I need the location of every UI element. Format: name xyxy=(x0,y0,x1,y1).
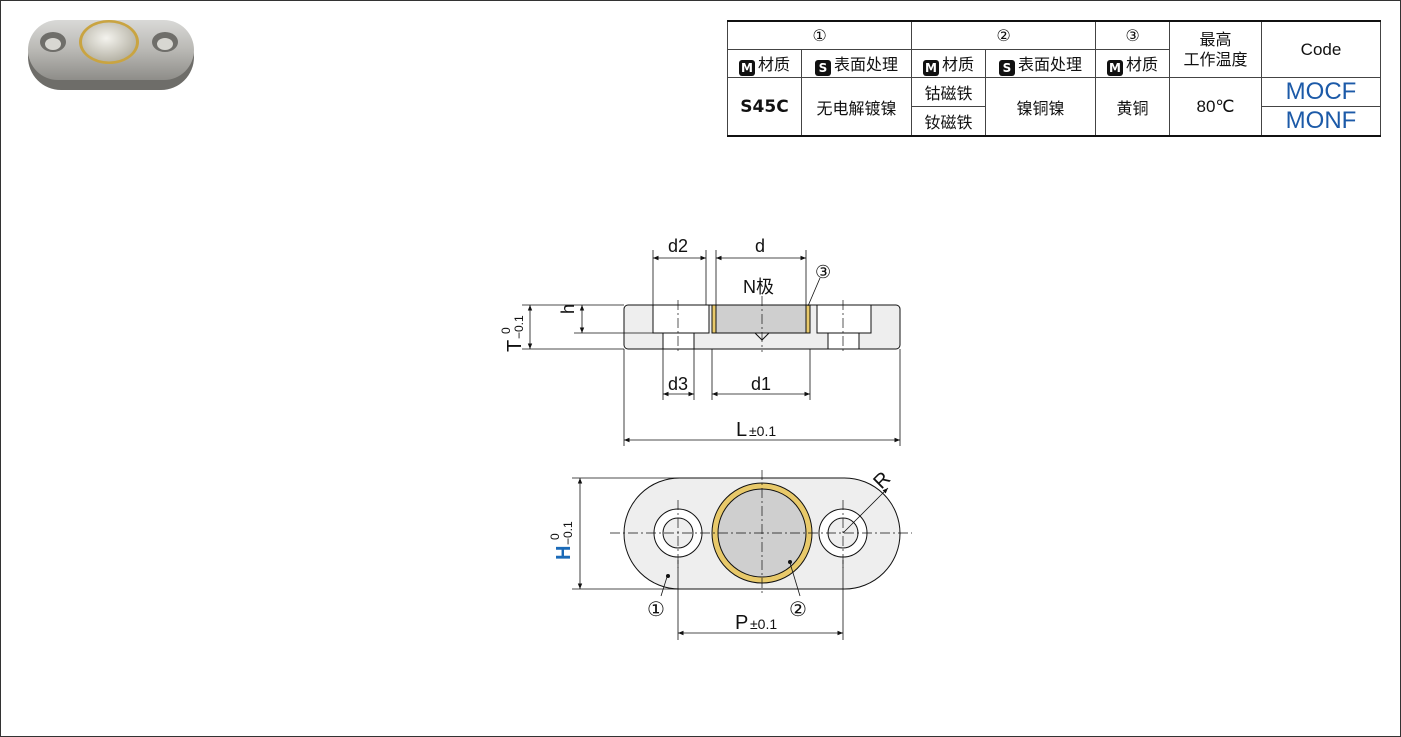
top-dimensions xyxy=(572,477,889,640)
subheader-material-label: 材质 xyxy=(941,55,974,74)
header-max-temp-line1: 最高 xyxy=(1199,29,1232,49)
callout-1: ① xyxy=(647,599,665,621)
label-H-group: H 0 −0.1 xyxy=(548,521,575,560)
side-labels: d2 d N极 ③ h d3 d1 xyxy=(558,236,831,394)
label-T-tol-lower: −0.1 xyxy=(512,315,526,339)
label-P: P xyxy=(735,612,748,634)
callout-3-side: ③ xyxy=(815,262,831,282)
label-T-group: T 0 −0.1 xyxy=(499,315,526,352)
label-P-tol: ±0.1 xyxy=(750,616,777,632)
cell-material2b: 钕磁铁 xyxy=(911,106,986,137)
cell-temp: 80℃ xyxy=(1169,77,1262,137)
header-max-temp: 最高 工作温度 xyxy=(1169,20,1262,78)
subheader-material-label: 材质 xyxy=(1125,55,1158,74)
m-badge: M xyxy=(1106,60,1123,76)
s-badge: S xyxy=(998,60,1015,76)
cell-material2a: 钴磁铁 xyxy=(911,77,986,107)
label-d: d xyxy=(755,236,765,256)
header-max-temp-line2: 工作温度 xyxy=(1183,49,1248,69)
label-h: h xyxy=(558,304,578,314)
label-H: H xyxy=(553,546,575,560)
label-L: L xyxy=(736,419,747,441)
cell-surface1: 无电解镀镍 xyxy=(801,77,912,137)
label-n-pole: N极 xyxy=(743,277,774,297)
label-T: T xyxy=(504,340,526,352)
header-part3: ③ xyxy=(1095,20,1170,50)
label-L-tol: ±0.1 xyxy=(749,423,776,439)
cell-material1: S45C xyxy=(727,77,802,137)
subheader-material-label: 材质 xyxy=(757,55,790,74)
side-dimensions xyxy=(522,250,901,446)
label-d1: d1 xyxy=(751,374,771,394)
label-L-group: L ±0.1 xyxy=(736,419,776,441)
s-badge: S xyxy=(814,60,831,76)
header-code: Code xyxy=(1261,20,1381,78)
callout-2: ② xyxy=(789,599,807,621)
top-dots xyxy=(666,560,792,578)
label-H-tol-upper: 0 xyxy=(548,533,562,540)
label-d2: d2 xyxy=(668,236,688,256)
label-H-tol-lower: −0.1 xyxy=(561,521,575,545)
code-monf[interactable]: MONF xyxy=(1261,106,1381,137)
product-photo xyxy=(28,20,194,90)
subheader-surface-label: 表面处理 xyxy=(833,55,898,74)
side-view xyxy=(623,296,901,352)
subheader-surface-label: 表面处理 xyxy=(1017,55,1082,74)
m-badge: M xyxy=(738,60,755,76)
cell-material3: 黄铜 xyxy=(1095,77,1170,137)
label-d3: d3 xyxy=(668,374,688,394)
code-mocf[interactable]: MOCF xyxy=(1261,77,1381,107)
m-badge: M xyxy=(922,60,939,76)
top-centerlines xyxy=(610,470,912,596)
label-T-tol-upper: 0 xyxy=(499,327,513,334)
